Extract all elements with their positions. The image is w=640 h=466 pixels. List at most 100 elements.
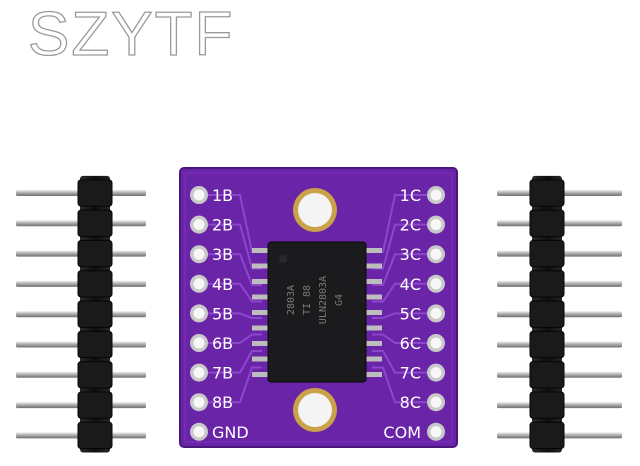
left-pad-hole xyxy=(193,367,205,379)
trace xyxy=(372,333,427,344)
right-header-segment xyxy=(529,179,565,207)
right-pad-hole xyxy=(430,426,442,438)
right-pin-label: 1C xyxy=(400,186,421,205)
chip-marking-line-1: 2803A xyxy=(286,285,297,315)
trace xyxy=(208,333,262,344)
left-header-segment xyxy=(77,179,113,207)
chip-marking-line-2: TI 88 xyxy=(302,285,313,315)
left-pin-label: 3B xyxy=(212,245,233,264)
left-pad-hole xyxy=(193,426,205,438)
right-pad-hole xyxy=(430,278,442,290)
right-header-segment xyxy=(529,330,565,359)
left-header-segment xyxy=(77,270,113,298)
left-header-segment xyxy=(77,361,113,389)
chip-leg xyxy=(252,341,270,346)
trace xyxy=(372,350,427,374)
chip-leg xyxy=(252,294,270,300)
left-header-segment xyxy=(77,421,113,450)
right-pad-hole xyxy=(430,367,442,379)
right-pin-label: 4C xyxy=(400,275,421,294)
left-pad-hole xyxy=(193,219,205,231)
chip-leg xyxy=(364,310,382,315)
trace xyxy=(372,253,427,286)
chip-leg xyxy=(364,294,382,300)
left-header-segment xyxy=(77,300,113,328)
left-header-segment xyxy=(77,209,113,237)
left-labels: 1B 2B 3B 4B 5B 6B 7B 8B GND xyxy=(212,186,249,442)
chip-leg xyxy=(364,248,382,253)
chip-leg xyxy=(252,356,270,362)
left-pin-label: 4B xyxy=(212,275,233,294)
chip-leg xyxy=(364,263,382,269)
right-header-segment xyxy=(529,391,565,419)
trace xyxy=(208,282,262,303)
trace xyxy=(208,366,262,404)
right-pad-hole xyxy=(430,219,442,231)
left-pin-label: 8B xyxy=(212,393,233,412)
chip-leg xyxy=(252,248,270,253)
trace xyxy=(372,282,427,303)
right-pin-label: 6C xyxy=(400,334,421,353)
right-labels: 1C 2C 3C 4C 5C 6C 7C 8C COM xyxy=(383,186,421,442)
left-pad-hole xyxy=(193,307,205,319)
left-pad-hole xyxy=(193,337,205,349)
chip-leg xyxy=(364,325,382,331)
trace xyxy=(372,366,427,404)
left-pin-label: 1B xyxy=(212,186,233,205)
right-header-segment xyxy=(529,270,565,298)
chip-marking-line-3: ULN2803A xyxy=(318,276,329,324)
left-pin-label: 5B xyxy=(212,304,233,323)
chip-leg xyxy=(364,341,382,346)
mounting-hole-top xyxy=(293,188,337,232)
chip-marking-line-4: G4 xyxy=(334,294,345,306)
left-header-segment xyxy=(77,239,113,268)
watermark-text: SZYTF xyxy=(27,0,235,69)
trace xyxy=(208,312,262,319)
uln2803a-chip: 2803A TI 88 ULN2803A G4 xyxy=(267,241,367,383)
chip-leg xyxy=(252,325,270,331)
left-pad-hole xyxy=(193,396,205,408)
right-pin-label: COM xyxy=(383,423,421,442)
right-pad-hole xyxy=(430,248,442,260)
chip-leg xyxy=(364,279,382,284)
right-pin-label: 5C xyxy=(400,304,421,323)
mounting-hole-bottom xyxy=(293,388,337,432)
chip-leg xyxy=(364,372,382,377)
right-header-segment xyxy=(529,421,565,450)
left-pin-label: GND xyxy=(212,423,249,442)
chip-leg xyxy=(252,310,270,315)
right-pad-hole xyxy=(430,396,442,408)
right-pin-header xyxy=(497,175,622,453)
left-pin-label: 2B xyxy=(212,216,233,235)
right-pad-hole xyxy=(430,307,442,319)
right-pin-label: 2C xyxy=(400,216,421,235)
right-header-segment xyxy=(529,300,565,328)
right-pin-label: 3C xyxy=(400,245,421,264)
chip-leg xyxy=(252,263,270,269)
trace xyxy=(208,253,262,286)
left-pad-hole xyxy=(193,248,205,260)
right-pin-label: 8C xyxy=(400,393,421,412)
trace xyxy=(208,350,262,374)
left-pad-hole xyxy=(193,189,205,201)
right-pad-hole xyxy=(430,189,442,201)
right-pads xyxy=(427,186,445,441)
left-header-segment xyxy=(77,330,113,359)
right-header-segment xyxy=(529,239,565,268)
left-pin-label: 7B xyxy=(212,364,233,383)
left-pin-label: 6B xyxy=(212,334,233,353)
right-header-segment xyxy=(529,209,565,237)
chip-leg xyxy=(252,279,270,284)
left-header-segment xyxy=(77,391,113,419)
right-pad-hole xyxy=(430,337,442,349)
left-pin-header xyxy=(16,175,146,453)
left-pads xyxy=(190,186,208,441)
trace xyxy=(372,312,427,319)
right-pin-label: 7C xyxy=(400,364,421,383)
chip-leg xyxy=(252,372,270,377)
left-pad-hole xyxy=(193,278,205,290)
right-header-segment xyxy=(529,361,565,389)
pcb-traces xyxy=(208,194,427,404)
